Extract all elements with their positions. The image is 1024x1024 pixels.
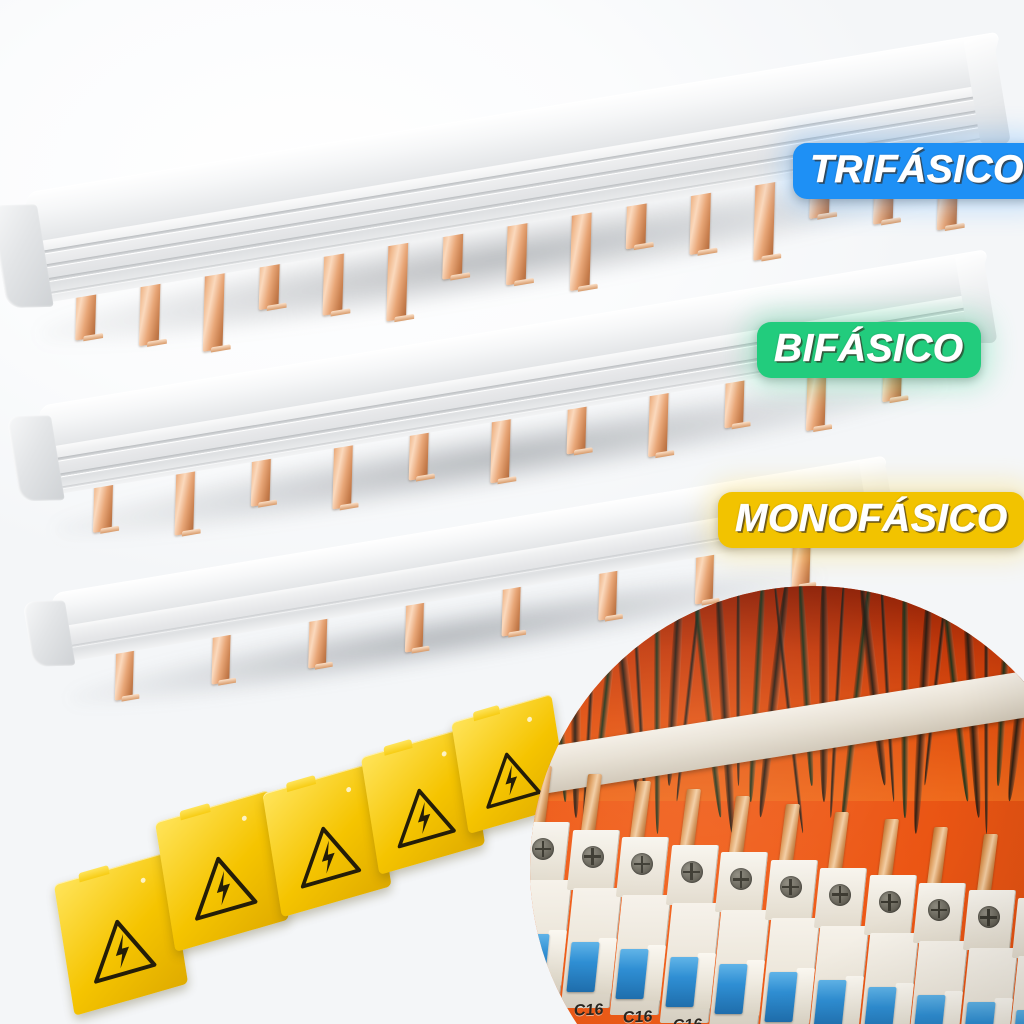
wire (571, 586, 581, 818)
breaker-toggle[interactable] (912, 994, 946, 1024)
high-voltage-warning-icon (300, 827, 361, 889)
breaker-toggle[interactable] (813, 979, 847, 1024)
terminal-screw (730, 868, 752, 891)
breaker-toggle[interactable] (961, 1002, 996, 1024)
breaker-toggle[interactable] (565, 941, 600, 992)
terminal-screw (779, 876, 802, 898)
wire (796, 586, 816, 787)
breaker-toggle[interactable] (714, 964, 748, 1015)
end-cap-pin-dot (140, 877, 147, 884)
end-cap-2 (155, 790, 289, 952)
wire (736, 586, 741, 786)
badge-monofasico-label: MONOFÁSICO (735, 497, 1008, 541)
end-cap-warning-symbol (186, 847, 259, 928)
end-cap-notch (383, 738, 413, 756)
terminal-screw (680, 860, 703, 883)
terminal-screw (581, 845, 604, 868)
end-cap-pin-dot (345, 786, 352, 794)
high-voltage-warning-icon (397, 788, 456, 849)
badge-bifasico: BIFÁSICO (757, 322, 981, 378)
high-voltage-warning-icon (93, 920, 157, 984)
breaker-rating-label: C16 (672, 1016, 703, 1024)
terminal-screw (878, 891, 901, 914)
terminal-screw (532, 838, 554, 860)
breaker-rating-label: C16 (530, 993, 555, 1012)
high-voltage-warning-icon (194, 857, 258, 922)
terminal-screw (928, 898, 950, 921)
wire (653, 586, 661, 834)
breaker-toggle[interactable] (763, 972, 798, 1022)
end-cap-notch (78, 864, 110, 883)
end-cap-notch (285, 774, 316, 793)
breaker-rating-label: C16 (572, 1001, 604, 1020)
end-cap-notch (179, 802, 211, 821)
terminal-screw (829, 883, 851, 906)
lower-terminal-screw (530, 1020, 550, 1024)
terminal-screw (977, 906, 1000, 929)
breaker-toggle[interactable] (664, 956, 699, 1007)
wire (818, 586, 829, 802)
end-cap-notch (472, 704, 500, 722)
end-cap-1 (53, 852, 189, 1016)
breaker-toggle[interactable] (615, 949, 649, 1000)
badge-monofasico: MONOFÁSICO (718, 492, 1024, 548)
end-cap-pin-dot (441, 750, 447, 757)
end-cap-pin-dot (241, 815, 248, 822)
end-cap-warning-symbol (389, 779, 458, 855)
end-cap-3 (262, 762, 392, 918)
badge-trifasico: TRIFÁSICO (793, 143, 1024, 199)
badge-bifasico-label: BIFÁSICO (774, 327, 964, 371)
end-cap-warning-symbol (84, 910, 157, 991)
badge-trifasico-label: TRIFÁSICO (810, 148, 1024, 192)
end-cap-4 (360, 727, 486, 875)
breaker-toggle[interactable] (862, 987, 897, 1024)
end-cap-warning-symbol (292, 817, 363, 895)
terminal-screw (631, 853, 653, 876)
installation-photo-inset: C16C16C16C16C16CC1OC1OO (530, 586, 1024, 1024)
breaker-rating-label: C16 (622, 1008, 654, 1024)
